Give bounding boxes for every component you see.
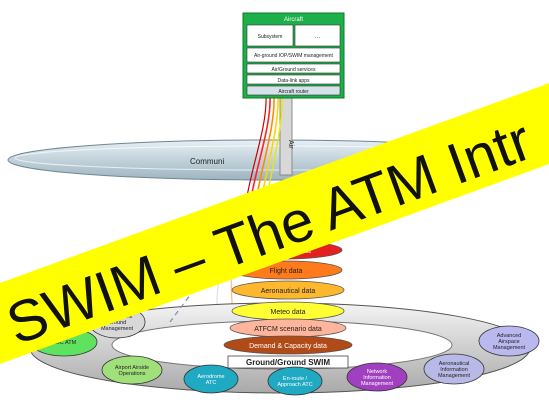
ellipsis-label: … [315, 34, 321, 40]
ground-node-label: En-route /Approach ATC [277, 376, 312, 388]
ground-node-shape [346, 362, 408, 392]
ground-node-shape [101, 355, 163, 385]
ground-node-shape [423, 353, 485, 385]
router-row [246, 85, 341, 96]
ground-node: En-route /Approach ATC [267, 366, 323, 396]
data-layer-label: Meteo data [270, 309, 305, 316]
data-layer-label: Flight data [270, 268, 303, 275]
ground-swim-label: Ground/Ground SWIM [246, 358, 330, 367]
data-layer: Meteo data [231, 301, 345, 321]
ground-node-shape [183, 364, 239, 394]
iop-row [246, 47, 341, 63]
data-layer-disc [231, 280, 345, 300]
subsystem-label: Subsystem [258, 34, 283, 40]
data-layer: Aeronautical data [231, 280, 345, 300]
data-layer-disc [223, 335, 353, 355]
aircraft-box: Aircraft Subsystem … Air-ground IOP/SWIM… [242, 12, 345, 99]
ground-node-shape [267, 366, 323, 396]
communication-label: Communi [190, 157, 224, 166]
subsystem-box [246, 24, 294, 47]
ground-node-label: AOC ATM [52, 340, 77, 346]
services-row [246, 63, 341, 74]
air-ground-column-label: Air [287, 140, 294, 149]
data-layer: Demand & Capacity data [223, 335, 353, 355]
data-layer: ATFCM scenario data [229, 318, 347, 338]
data-layer-label: Aeronautical data [261, 288, 316, 295]
datalink-apps-row-label: Data-link apps [278, 78, 310, 84]
data-layer-label: ATFCM scenario data [254, 326, 322, 333]
ground-nodes: AOC ATMA/G DatalinkGroundManagementAirpo… [30, 305, 540, 396]
ground-node-shape [478, 325, 540, 357]
data-layer-label: Demand & Capacity data [249, 343, 327, 350]
iop-row-label: Air-ground IOP/SWIM management [254, 53, 334, 59]
ground-swim-box: Ground/Ground SWIM [227, 355, 349, 369]
router-row-label: Aircraft router [278, 89, 309, 95]
ellipsis-box [294, 24, 341, 47]
aircraft-title: Aircraft [284, 17, 303, 23]
services-row-label: Air/Ground services [272, 67, 316, 73]
datalink-apps-row [246, 74, 341, 85]
